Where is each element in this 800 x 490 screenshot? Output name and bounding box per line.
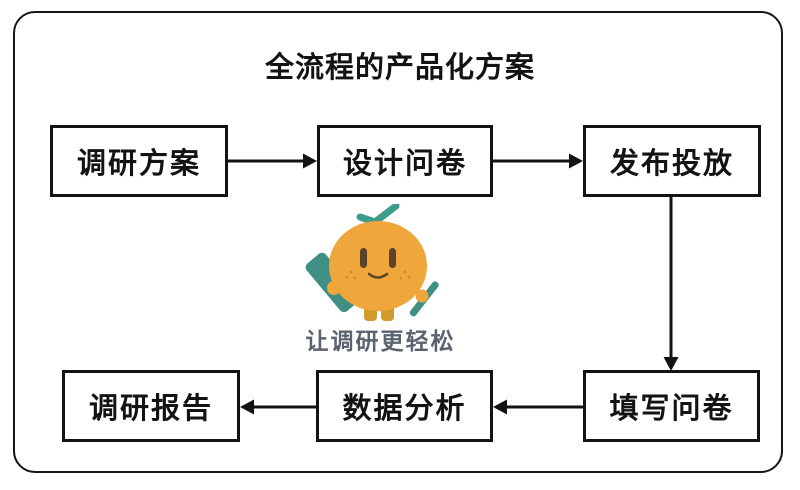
flow-node-publish-launch: 发布投放 — [583, 125, 761, 197]
mascot-face-icon — [345, 248, 411, 280]
flow-node-research-report: 调研报告 — [62, 370, 240, 442]
mascot-tagline: 让调研更轻松 — [305, 328, 456, 354]
flow-node-label: 调研方案 — [76, 148, 201, 180]
flow-node-label: 调研报告 — [88, 393, 213, 425]
flow-node-label: 填写问卷 — [609, 393, 734, 425]
flow-node-design-questionnaire: 设计问卷 — [317, 125, 493, 197]
orange-mascot-icon — [305, 204, 439, 321]
diagram-frame — [13, 11, 783, 473]
flow-node-fill-questionnaire: 填写问卷 — [583, 370, 760, 442]
mascot-sprout-icon — [356, 204, 400, 226]
flow-node-label: 发布投放 — [609, 148, 734, 180]
flow-node-label: 数据分析 — [342, 393, 467, 425]
diagram-title: 全流程的产品化方案 — [264, 52, 535, 84]
mascot-hand-right-icon — [415, 289, 429, 303]
mascot-hand-left-icon — [327, 281, 341, 295]
flow-node-label: 设计问卷 — [342, 148, 467, 180]
flow-node-research-plan: 调研方案 — [50, 125, 228, 197]
mascot-body-icon — [329, 221, 427, 311]
flow-node-data-analysis: 数据分析 — [316, 370, 493, 442]
